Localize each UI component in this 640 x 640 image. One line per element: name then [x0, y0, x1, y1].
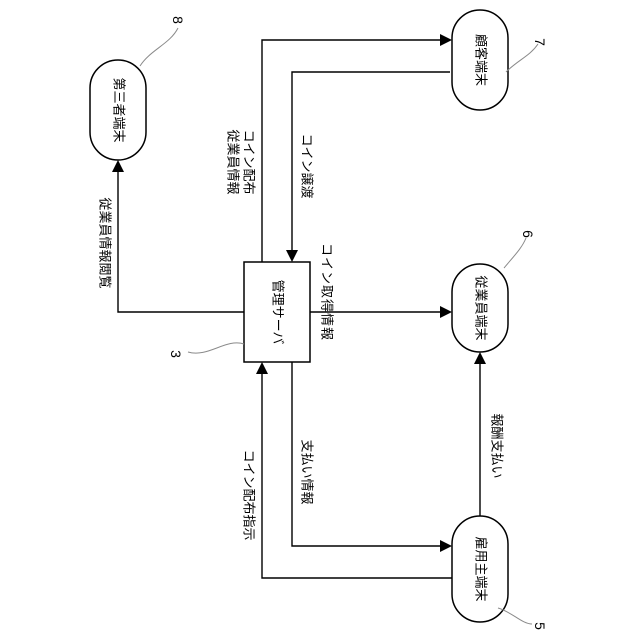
arrowhead-server-top	[286, 250, 298, 262]
employer-label: 雇用主端末	[473, 536, 489, 601]
ref-number-server: 3	[168, 350, 184, 358]
arrowhead-third-party	[112, 160, 124, 172]
arrowhead-customer	[440, 34, 452, 46]
employee-label: 従業員端末	[473, 275, 489, 340]
arrowhead-employer	[440, 540, 452, 552]
edge-label-reward-payment: 報酬支払い	[489, 413, 504, 478]
arrowhead-employee-left	[440, 306, 452, 318]
edge-label-coin-acquisition-info: コイン取得情報	[319, 243, 335, 341]
edge-label-employee-info: 従業員情報	[225, 129, 241, 194]
third-party-label: 第三者端末	[111, 77, 126, 142]
ref-number-employer: 5	[532, 622, 548, 630]
edge-label-payment-info: 支払い情報	[299, 439, 314, 504]
edge-server-to-customer	[262, 40, 440, 262]
ref-leader-employer	[498, 608, 532, 624]
arrowhead-employee-bottom	[474, 352, 486, 364]
edge-label-coin-distribution: コイン配布	[241, 129, 256, 194]
ref-leader-third-party	[140, 28, 178, 66]
ref-leader-server	[188, 343, 244, 353]
ref-leader-customer	[506, 44, 538, 72]
edge-label-coin-transfer: コイン譲渡	[299, 133, 315, 198]
ref-number-third-party: 8	[170, 16, 186, 24]
ref-number-customer: 7	[532, 38, 548, 46]
arrowhead-server-bottom	[256, 362, 268, 374]
edge-label-coin-distribution-instruction: コイン配布指示	[241, 449, 256, 540]
edge-customer-to-server	[292, 72, 450, 250]
customer-label: 顧客端末	[473, 34, 489, 86]
ref-number-employee: 6	[520, 230, 536, 238]
edge-label-employee-info-view: 従業員情報閲覧	[97, 197, 113, 288]
ref-leader-employee	[504, 238, 526, 268]
server-label: 管理サーバ	[270, 280, 285, 345]
